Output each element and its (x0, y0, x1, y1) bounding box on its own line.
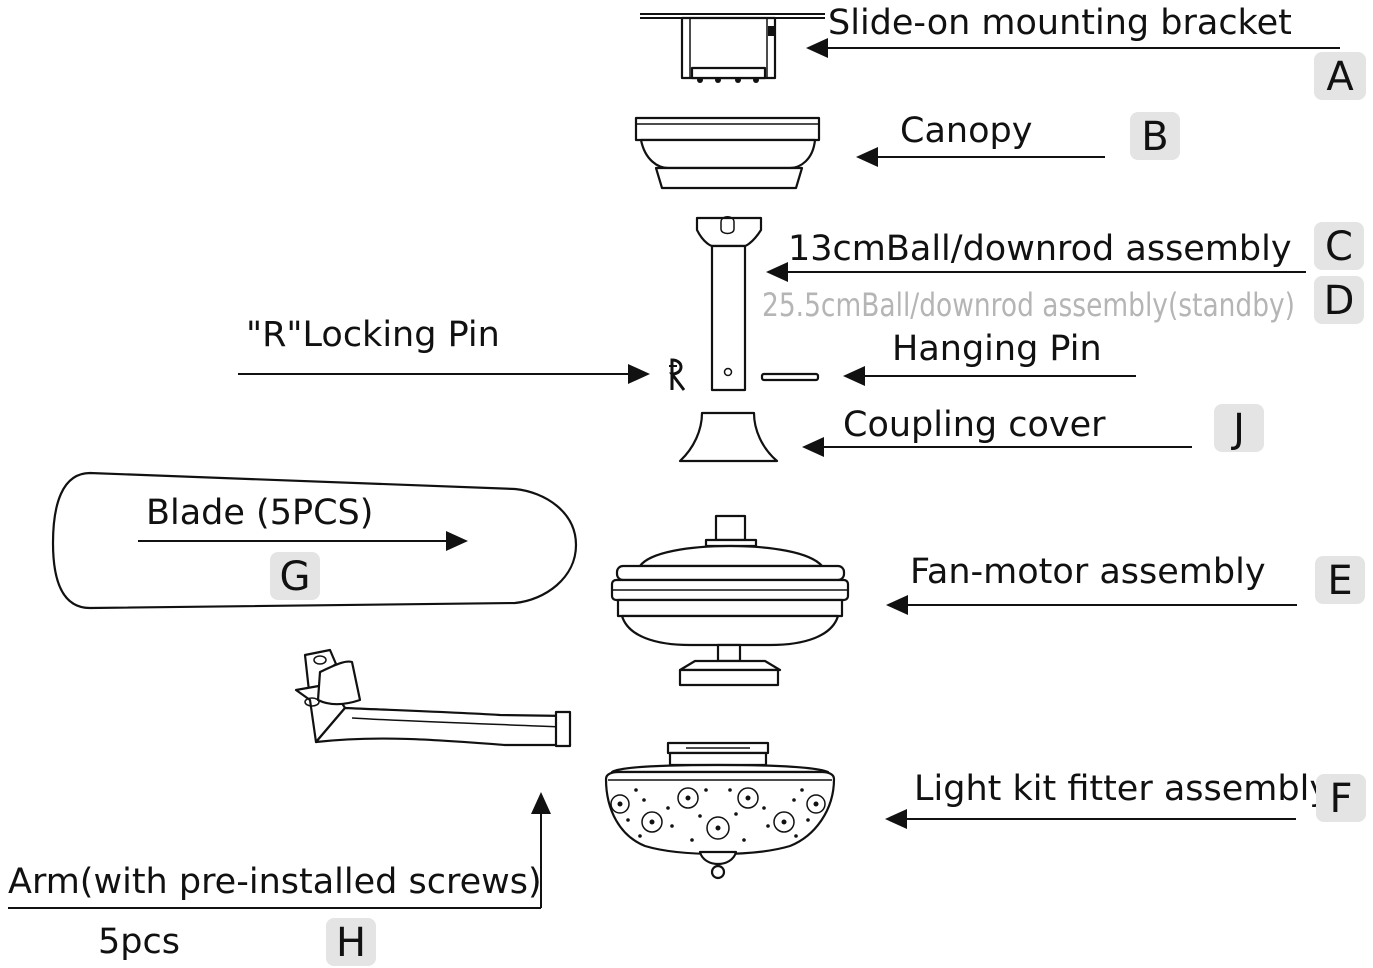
badge-g-letter: G (280, 554, 311, 600)
downrod-drawing (695, 216, 763, 392)
badge-a (1314, 52, 1366, 100)
light-kit-drawing (604, 741, 836, 880)
r-locking-pin-callout: "R"Locking Pin (238, 315, 650, 384)
badge-f (1316, 774, 1366, 822)
badge-e-letter: E (1327, 558, 1352, 604)
badge-a-letter: A (1326, 54, 1354, 100)
badge-c (1314, 222, 1364, 270)
badge-h-letter: H (336, 920, 366, 966)
badge-j-letter: J (1230, 406, 1245, 452)
r-locking-pin-drawing (669, 358, 686, 391)
fan-motor-drawing (610, 514, 850, 687)
badge-d-letter: D (1324, 278, 1355, 324)
label-coupling-cover: Coupling cover (843, 405, 1106, 445)
hanging-pin-drawing (760, 372, 820, 382)
label-downrod-standby: 25.5cmBall/downrod assembly(standby) (762, 286, 1295, 324)
badge-j (1214, 404, 1264, 452)
badge-f-letter: F (1329, 776, 1352, 822)
badge-d (1314, 276, 1364, 324)
mounting-bracket-callout: Slide-on mounting bracket A (806, 3, 1366, 100)
coupling-cover-drawing (678, 411, 779, 463)
badge-b (1130, 112, 1180, 160)
hanging-pin-callout: Hanging Pin (843, 329, 1136, 386)
label-arm: Arm(with pre-installed screws) (8, 862, 542, 902)
blade-callout: Blade (5PCS) G (138, 493, 468, 600)
label-mounting-bracket: Slide-on mounting bracket (828, 3, 1292, 43)
downrod-callout: 13cmBall/downrod assembly C 25.5cmBall/d… (762, 222, 1364, 324)
mounting-bracket-drawing (640, 13, 825, 83)
label-blade: Blade (5PCS) (146, 493, 373, 533)
fan-motor-callout: Fan-motor assembly E (886, 552, 1365, 615)
label-fan-motor: Fan-motor assembly (910, 552, 1266, 592)
canopy-drawing (634, 116, 821, 190)
coupling-cover-callout: Coupling cover J (802, 404, 1264, 457)
badge-e (1315, 556, 1365, 604)
light-kit-callout: Light kit fitter assembly F (885, 769, 1366, 829)
light-kit-pattern (610, 787, 826, 842)
badge-h (326, 918, 376, 966)
label-hanging-pin: Hanging Pin (892, 329, 1102, 369)
badge-c-letter: C (1325, 224, 1353, 270)
label-r-locking-pin: "R"Locking Pin (246, 315, 500, 355)
label-downrod-13cm: 13cmBall/downrod assembly (788, 229, 1292, 269)
canopy-callout: Canopy B (856, 111, 1180, 167)
label-light-kit: Light kit fitter assembly (914, 769, 1330, 809)
blade-arm-drawing (294, 648, 572, 748)
badge-g (270, 552, 320, 600)
blade-arm-callout: Arm(with pre-installed screws) 5pcs H (8, 792, 551, 966)
label-arm-quantity: 5pcs (98, 922, 180, 962)
label-canopy: Canopy (900, 111, 1032, 151)
badge-b-letter: B (1141, 114, 1168, 160)
